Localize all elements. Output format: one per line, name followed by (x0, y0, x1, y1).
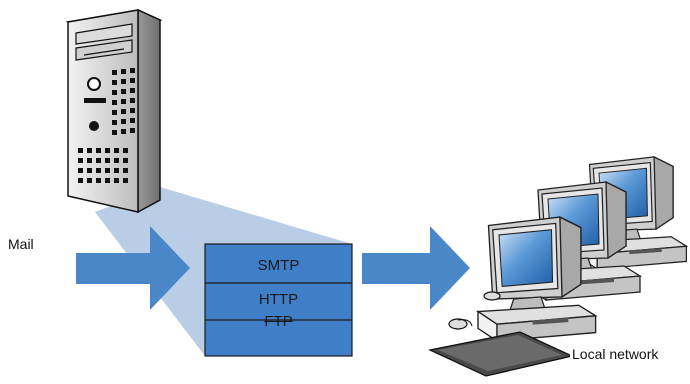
network-arrow (362, 226, 470, 310)
protocol-label-smtp: SMTP (257, 257, 300, 274)
server-tower-icon (65, 8, 163, 214)
local-network-label: Local network (570, 346, 661, 362)
protocol-label-http: HTTP (258, 291, 299, 308)
protocol-stack (204, 243, 353, 357)
mail-label: Mail (8, 236, 34, 252)
computer-workstations-icon (427, 156, 688, 377)
protocol-label-ftp: FTP (264, 313, 293, 330)
mail-arrow (76, 226, 190, 310)
